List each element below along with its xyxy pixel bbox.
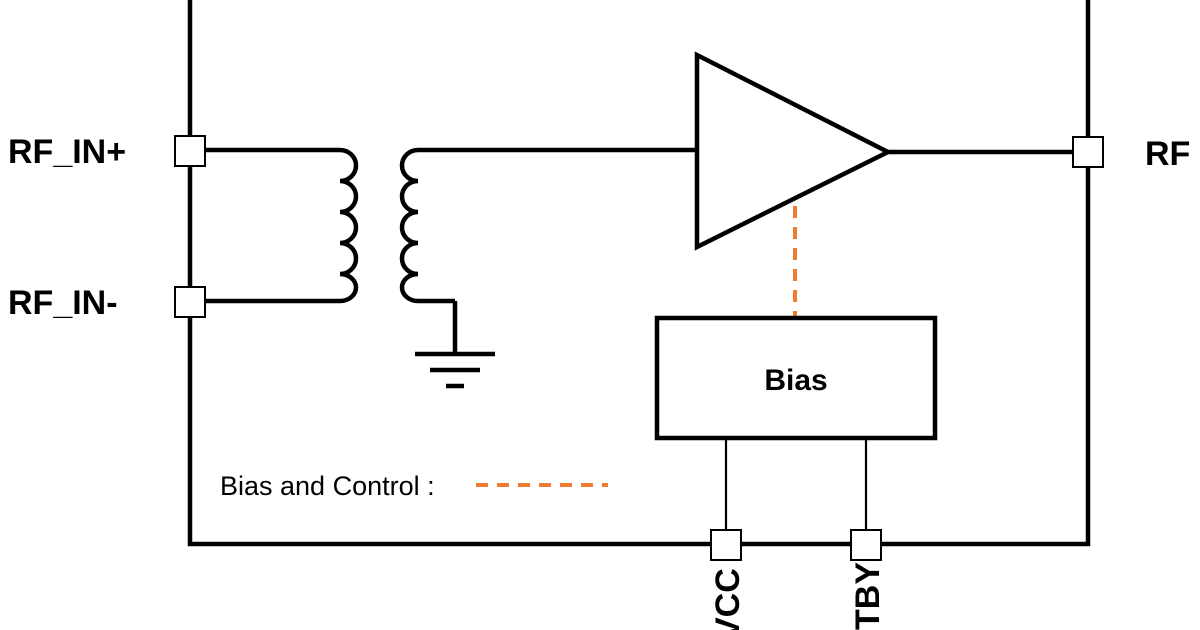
transformer — [310, 147, 455, 304]
bias-pin-wires — [724, 438, 868, 532]
pin-label-rf-out: RF — [1145, 135, 1190, 173]
legend: Bias and Control : — [220, 471, 608, 501]
pin-pad-rf-out — [1072, 136, 1104, 168]
ground-icon — [415, 301, 495, 389]
pin-pad-rf-in-minus — [174, 286, 206, 318]
amplifier-icon — [694, 51, 894, 251]
pin-label-rf-in-minus: RF_IN- — [8, 284, 118, 322]
secondary-coil — [399, 147, 455, 304]
legend-label: Bias and Control : — [220, 471, 435, 501]
primary-coil — [310, 147, 359, 304]
package-outline — [187, 0, 1091, 547]
bias-block-label: Bias — [764, 364, 827, 397]
pin-label-stby: TBY — [849, 562, 887, 630]
input-wires — [204, 147, 310, 304]
pin-label-vcc: VCC — [709, 568, 747, 630]
pin-pad-vcc — [710, 529, 742, 561]
pin-pad-stby — [850, 529, 882, 561]
pin-pad-rf-in-plus — [174, 135, 206, 167]
pin-label-rf-in-plus: RF_IN+ — [8, 133, 126, 171]
bias-block: Bias — [654, 315, 938, 441]
